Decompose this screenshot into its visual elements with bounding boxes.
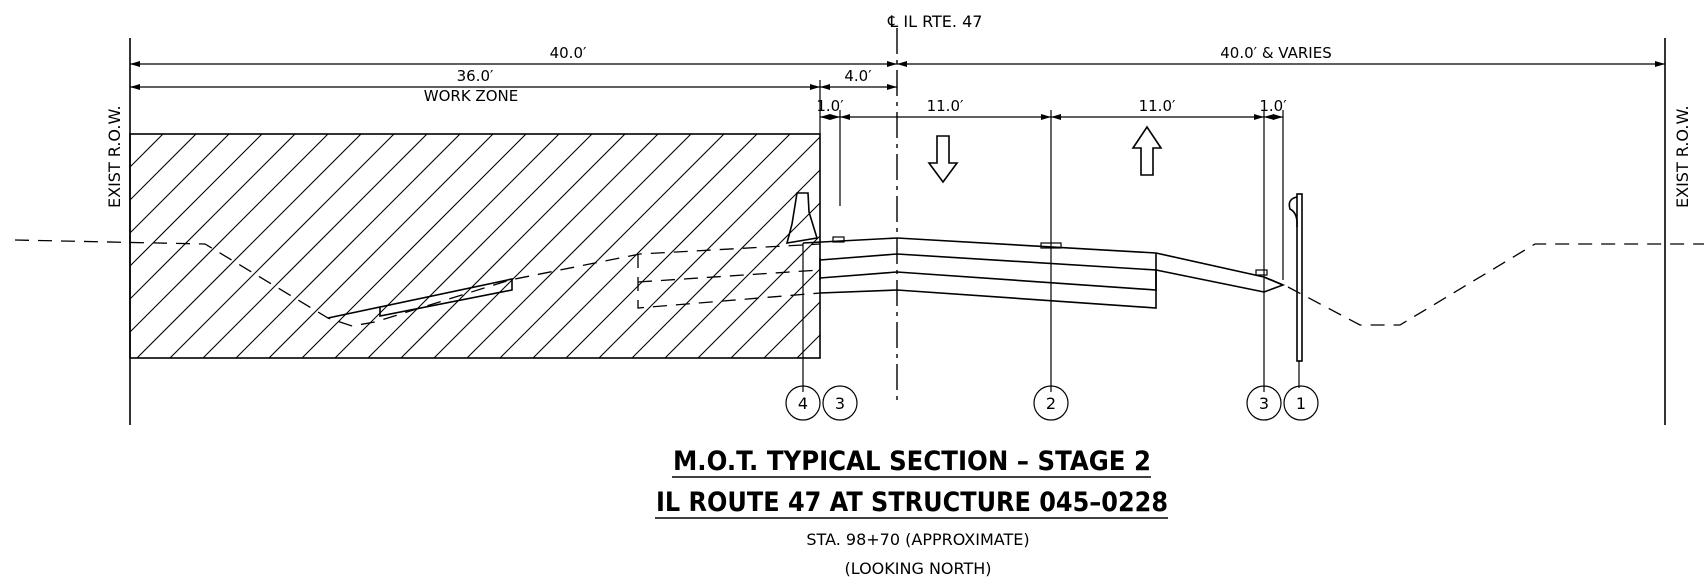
hatch-line — [763, 301, 820, 358]
dim-offset: 4.0′ — [844, 67, 872, 85]
dim-right-total: 40.0′ & VARIES — [1220, 44, 1331, 62]
callout-1: 1 — [1283, 385, 1319, 421]
dimension-second — [130, 80, 897, 134]
title-line-1: M.O.T. TYPICAL SECTION – STAGE 2 — [673, 446, 1151, 477]
existing-ground-left — [14, 239, 821, 327]
existing-pavement-dashed-mid — [637, 269, 821, 283]
dim-left-total: 40.0′ — [550, 44, 587, 62]
hatch-line — [169, 134, 395, 358]
hatch-line — [130, 134, 329, 333]
work-zone-hatch — [129, 133, 821, 359]
hatch-line — [730, 268, 820, 358]
hatch-line — [301, 134, 527, 358]
dimension-top — [130, 61, 1665, 67]
station-label: STA. 98+70 (APPROXIMATE) — [806, 530, 1029, 549]
hatch-line — [433, 134, 659, 358]
hatch-line — [400, 134, 626, 358]
hatch-line — [130, 134, 230, 234]
row-label-left: EXIST R.O.W. — [105, 105, 124, 208]
title-line-2: IL ROUTE 47 AT STRUCTURE 045–0228 — [656, 487, 1168, 518]
svg-text:2: 2 — [1046, 394, 1056, 413]
svg-text:1: 1 — [1296, 394, 1306, 413]
hatch-line — [466, 134, 692, 358]
centerline-label: ℄ IL RTE. 47 — [887, 12, 982, 31]
dim-shoulder-left: 1.0′ — [816, 97, 844, 115]
hatch-line — [235, 134, 461, 358]
hatch-line — [532, 134, 758, 358]
hatch-line — [598, 136, 820, 358]
northbound-arrow-icon — [1131, 125, 1163, 176]
callout-3-right: 3 — [1246, 385, 1282, 421]
hatch-line — [202, 134, 428, 358]
dimension-lanes — [820, 110, 1284, 392]
sign-post — [1288, 193, 1303, 362]
hatch-line — [136, 134, 362, 358]
hatch-line — [565, 134, 791, 358]
existing-ground-right — [1287, 243, 1704, 326]
hatch-line — [130, 134, 164, 168]
temporary-concrete-barrier — [785, 192, 819, 244]
svg-text:3: 3 — [835, 394, 845, 413]
pavement-marking-center — [1040, 242, 1062, 249]
dim-lane-sb: 11.0′ — [927, 97, 964, 115]
hatch-line — [697, 235, 820, 358]
hatch-line — [367, 134, 593, 358]
row-label-right: EXIST R.O.W. — [1673, 105, 1692, 208]
pavement-section — [802, 237, 1286, 309]
existing-pavement-dashed — [637, 254, 821, 309]
callout-2: 2 — [1033, 385, 1069, 421]
hatch-line — [268, 134, 494, 358]
svg-text:3: 3 — [1259, 394, 1269, 413]
southbound-arrow-icon — [927, 135, 959, 184]
dim-shoulder-right: 1.0′ — [1259, 97, 1287, 115]
hatch-line — [631, 169, 820, 358]
dim-work-zone: 36.0′ — [457, 67, 494, 85]
existing-wedge — [327, 278, 513, 319]
hatch-line — [130, 134, 296, 300]
pavement-marking-left — [832, 236, 845, 243]
work-zone-label: WORK ZONE — [424, 87, 518, 105]
dim-lane-nb: 11.0′ — [1139, 97, 1176, 115]
hatch-line — [499, 134, 725, 358]
callout-4: 4 — [785, 385, 821, 421]
hatch-line — [334, 134, 560, 358]
view-direction-label: (LOOKING NORTH) — [845, 559, 992, 578]
callout-3-left: 3 — [822, 385, 858, 421]
hatch-line — [130, 134, 263, 267]
svg-text:4: 4 — [798, 394, 808, 413]
hatch-line — [130, 134, 197, 201]
hatch-line — [796, 334, 820, 358]
pavement-marking-right — [1255, 269, 1268, 276]
